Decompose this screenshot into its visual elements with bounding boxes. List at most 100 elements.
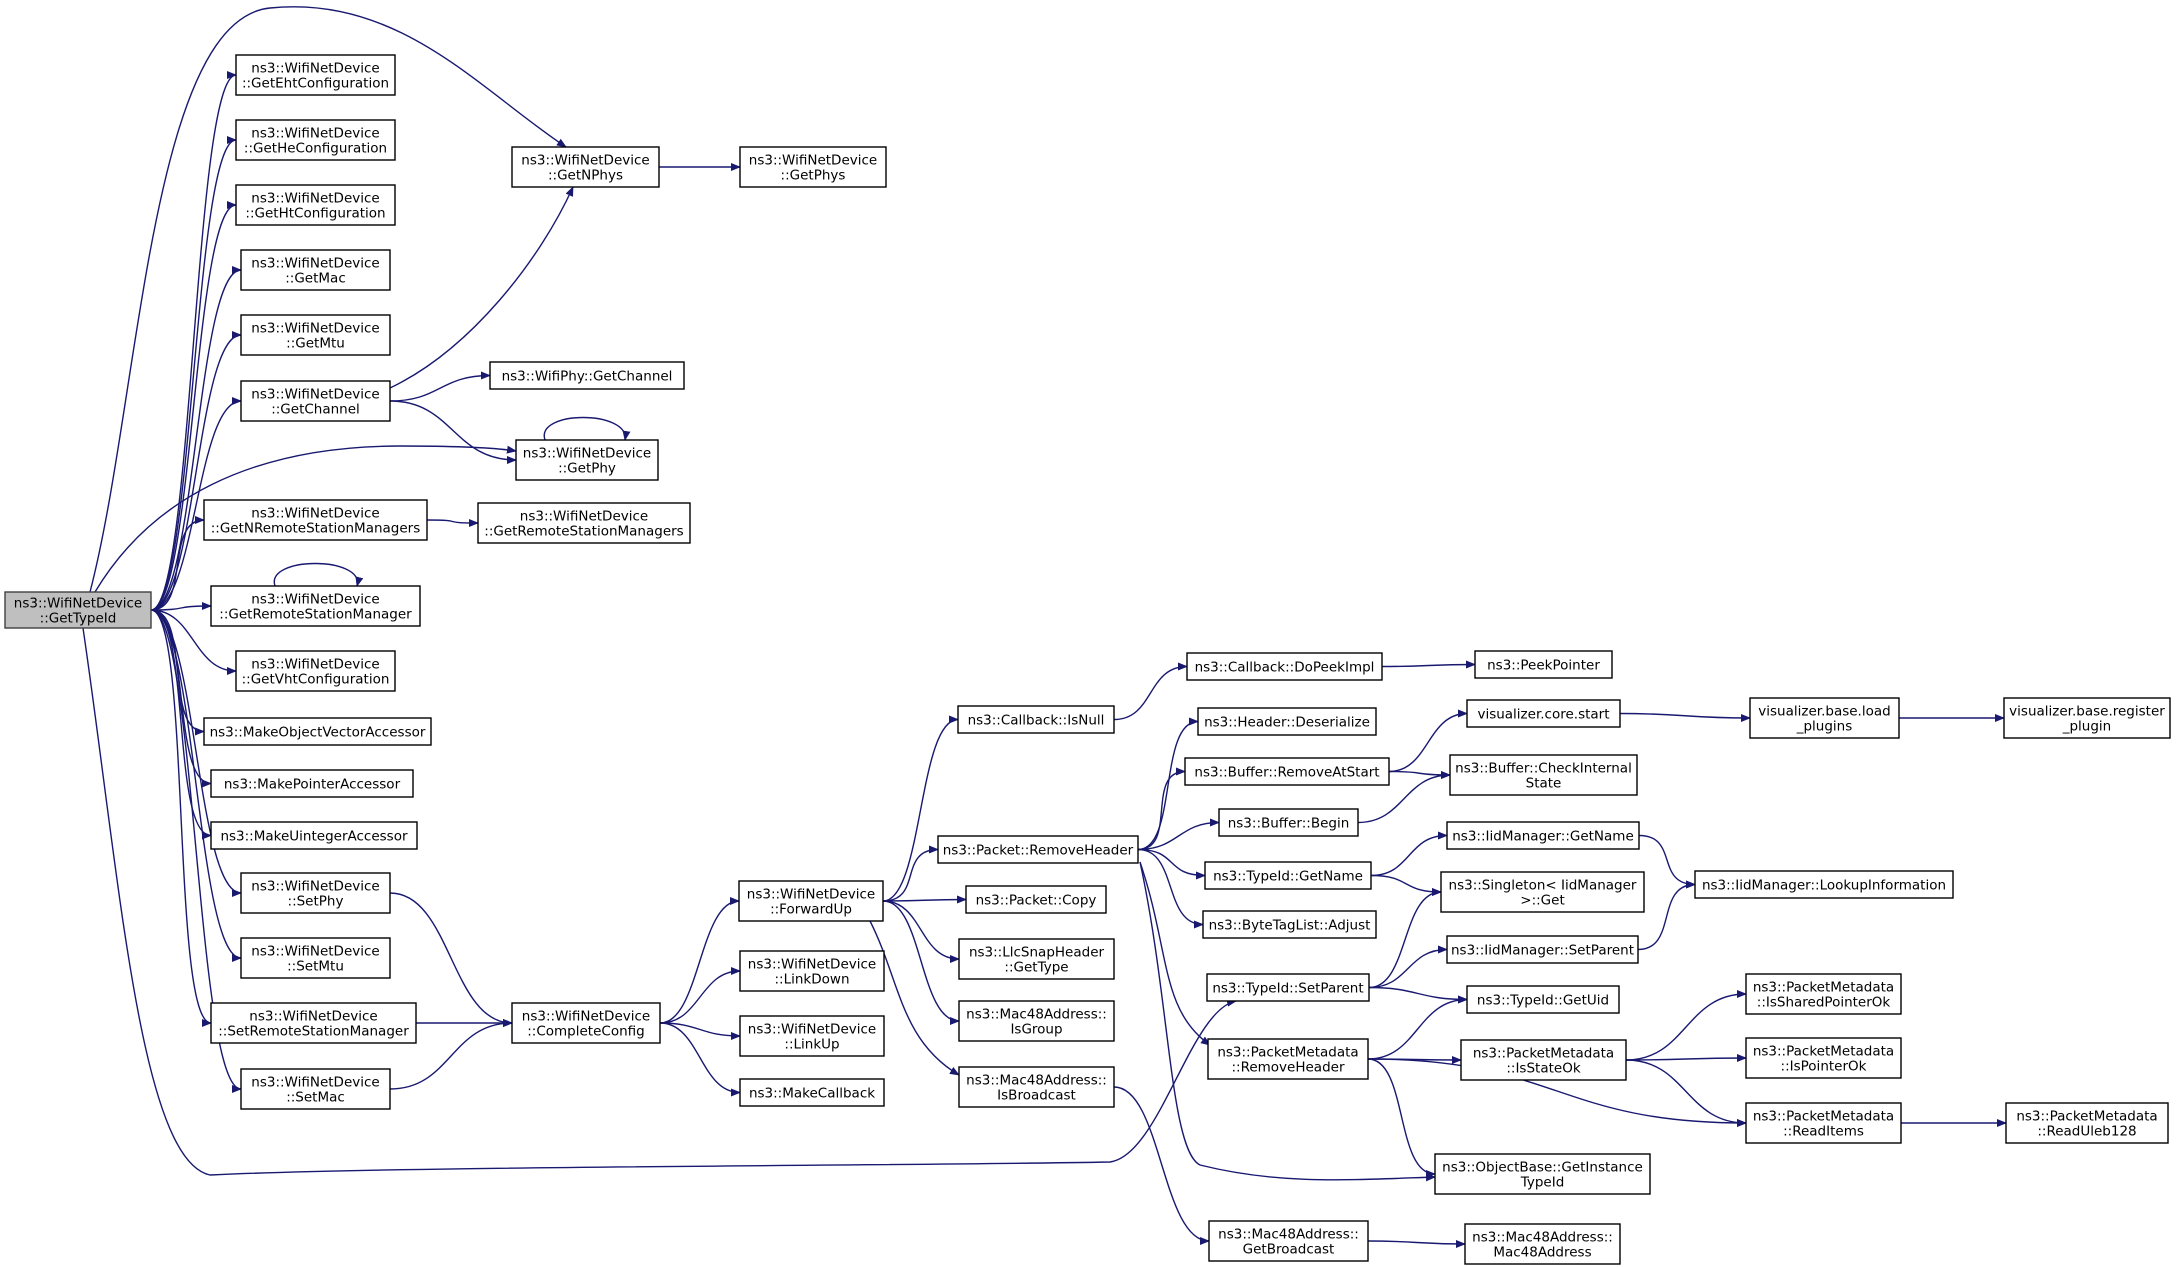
node-box[interactable] (210, 769, 414, 798)
graph-node[interactable]: ns3::WifiNetDevice::GetEhtConfiguration (235, 54, 396, 96)
node-box[interactable] (203, 499, 428, 541)
graph-node[interactable]: ns3::TypeId::SetParent (1206, 973, 1370, 1002)
node-box[interactable] (1204, 861, 1372, 890)
node-box[interactable] (1446, 935, 1639, 964)
node-box[interactable] (1466, 985, 1620, 1014)
graph-node[interactable]: ns3::WifiNetDevice::GetChannel (240, 380, 391, 422)
graph-node[interactable]: visualizer.base.register_plugin (2003, 697, 2171, 739)
graph-node[interactable]: ns3::PacketMetadata::IsPointerOk (1745, 1037, 1902, 1079)
graph-node[interactable]: ns3::IidManager::GetName (1446, 821, 1640, 850)
node-box[interactable] (210, 821, 418, 850)
node-box[interactable] (739, 950, 885, 992)
graph-node[interactable]: ns3::PacketMetadata::RemoveHeader (1207, 1038, 1369, 1080)
node-box[interactable] (958, 938, 1115, 980)
graph-node[interactable]: ns3::WifiNetDevice::SetMtu (240, 937, 391, 979)
node-box[interactable] (1197, 707, 1377, 736)
node-box[interactable] (1207, 1038, 1369, 1080)
graph-node[interactable]: ns3::Singleton< IidManager >::Get (1440, 871, 1645, 913)
node-box[interactable] (1745, 1037, 1902, 1079)
graph-node[interactable]: ns3::PeekPointer (1474, 650, 1613, 679)
graph-node[interactable]: ns3::PacketMetadata::ReadUleb128 (2005, 1102, 2169, 1144)
node-box[interactable] (1446, 821, 1640, 850)
node-box[interactable] (1208, 1220, 1369, 1262)
node-box[interactable] (1218, 808, 1359, 837)
node-box[interactable] (240, 249, 391, 291)
graph-node[interactable]: ns3::Packet::Copy (965, 885, 1107, 914)
graph-node[interactable]: ns3::Packet::RemoveHeader (937, 835, 1139, 864)
graph-node[interactable]: ns3::Callback::IsNull (957, 705, 1115, 734)
graph-node[interactable]: ns3::WifiNetDevice::ForwardUp (738, 880, 884, 922)
node-box[interactable] (1449, 754, 1638, 796)
node-box[interactable] (2003, 697, 2171, 739)
graph-node[interactable]: ns3::WifiNetDevice::LinkDown (739, 950, 885, 992)
node-box[interactable] (965, 885, 1107, 914)
graph-node[interactable]: ns3::WifiPhy::GetChannel (489, 361, 685, 390)
node-box[interactable] (477, 502, 691, 544)
node-box[interactable] (1749, 697, 1900, 739)
graph-node[interactable]: ns3::Mac48Address::Mac48Address (1464, 1223, 1621, 1265)
graph-node[interactable]: ns3::WifiNetDevice::GetMac (240, 249, 391, 291)
node-box[interactable] (958, 1066, 1115, 1108)
graph-node[interactable]: ns3::WifiNetDevice::SetRemoteStationMana… (210, 1002, 417, 1044)
node-box[interactable] (511, 1002, 661, 1044)
graph-node[interactable]: ns3::Callback::DoPeekImpl (1186, 652, 1383, 681)
node-box[interactable] (958, 1000, 1115, 1042)
node-box[interactable] (1460, 1039, 1627, 1081)
node-box[interactable] (1464, 1223, 1621, 1265)
graph-node[interactable]: visualizer.base.load_plugins (1749, 697, 1900, 739)
node-box[interactable] (739, 146, 887, 188)
graph-node[interactable]: ns3::WifiNetDevice::GetRemoteStationMana… (210, 585, 421, 627)
graph-node[interactable]: ns3::Mac48Address::IsGroup (958, 1000, 1115, 1042)
graph-node[interactable]: ns3::Buffer::Begin (1218, 808, 1359, 837)
node-box[interactable] (1440, 871, 1645, 913)
graph-node[interactable]: ns3::TypeId::GetUid (1466, 985, 1620, 1014)
root-node-box[interactable] (4, 591, 152, 629)
graph-node[interactable]: ns3::WifiNetDevice::GetNRemoteStationMan… (203, 499, 428, 541)
node-box[interactable] (1745, 973, 1902, 1015)
node-box[interactable] (240, 380, 391, 422)
graph-node[interactable]: ns3::PacketMetadata::IsSharedPointerOk (1745, 973, 1902, 1015)
node-box[interactable] (1474, 650, 1613, 679)
node-box[interactable] (240, 937, 391, 979)
node-box[interactable] (1206, 973, 1370, 1002)
graph-node[interactable]: ns3::WifiNetDevice::GetHtConfiguration (235, 184, 396, 226)
node-box[interactable] (1202, 910, 1377, 939)
graph-node[interactable]: ns3::WifiNetDevice::CompleteConfig (511, 1002, 661, 1044)
node-box[interactable] (240, 1068, 391, 1110)
node-box[interactable] (2005, 1102, 2169, 1144)
graph-node[interactable]: ns3::WifiNetDevice::GetVhtConfiguration (235, 650, 396, 692)
node-box[interactable] (210, 1002, 417, 1044)
graph-node[interactable]: ns3::ByteTagList::Adjust (1202, 910, 1377, 939)
node-box[interactable] (1184, 757, 1390, 786)
node-box[interactable] (235, 184, 396, 226)
node-box[interactable] (515, 439, 659, 481)
graph-node[interactable]: ns3::MakeCallback (739, 1078, 885, 1107)
node-box[interactable] (738, 880, 884, 922)
node-box[interactable] (1434, 1153, 1651, 1195)
node-box[interactable] (957, 705, 1115, 734)
graph-node[interactable]: visualizer.core.start (1466, 699, 1621, 728)
node-box[interactable] (489, 361, 685, 390)
graph-node[interactable]: ns3::Buffer::RemoveAtStart (1184, 757, 1390, 786)
graph-node[interactable]: ns3::Header::Deserialize (1197, 707, 1377, 736)
graph-node[interactable]: ns3::MakeUintegerAccessor (210, 821, 418, 850)
graph-node[interactable]: ns3::IidManager::LookupInformation (1694, 870, 1954, 899)
node-box[interactable] (240, 872, 391, 914)
node-box[interactable] (937, 835, 1139, 864)
graph-node[interactable]: ns3::WifiNetDevice::GetPhys (739, 146, 887, 188)
graph-node[interactable]: ns3::WifiNetDevice::GetHeConfiguration (235, 119, 396, 161)
graph-node[interactable]: ns3::WifiNetDevice::GetTypeId (4, 591, 152, 629)
node-box[interactable] (235, 650, 396, 692)
node-box[interactable] (1186, 652, 1383, 681)
node-box[interactable] (739, 1078, 885, 1107)
node-box[interactable] (203, 717, 432, 746)
node-box[interactable] (511, 146, 660, 188)
graph-node[interactable]: ns3::WifiNetDevice::GetRemoteStationMana… (477, 502, 691, 544)
node-box[interactable] (235, 54, 396, 96)
graph-node[interactable]: ns3::LlcSnapHeader::GetType (958, 938, 1115, 980)
graph-node[interactable]: ns3::TypeId::GetName (1204, 861, 1372, 890)
graph-node[interactable]: ns3::WifiNetDevice::GetMtu (240, 314, 391, 356)
node-box[interactable] (1745, 1102, 1902, 1144)
